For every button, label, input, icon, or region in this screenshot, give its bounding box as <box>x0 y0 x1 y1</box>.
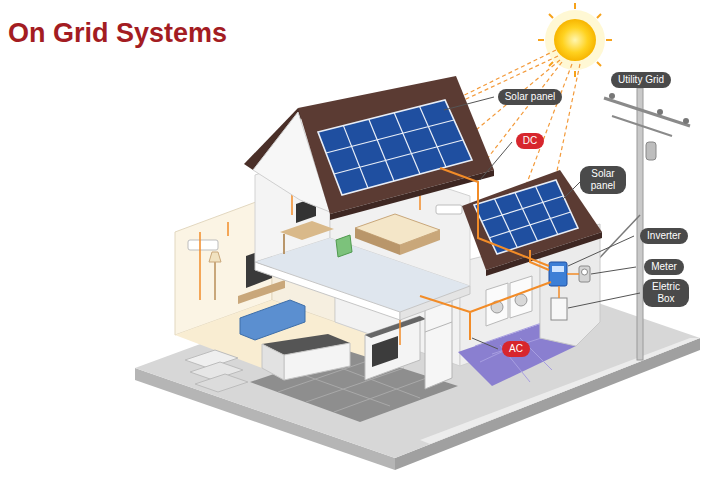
washer-door <box>515 294 527 306</box>
inverter-display <box>552 266 564 272</box>
panel-grid <box>482 186 571 247</box>
air-conditioner <box>188 240 218 250</box>
callout-label: Solar panel <box>498 89 563 105</box>
stair-step <box>195 374 248 392</box>
callout-label: DC <box>516 133 544 149</box>
callout-text: Meter <box>651 261 677 273</box>
roof <box>298 76 494 214</box>
dc-wiring <box>530 250 549 270</box>
callout-text: Eletric Box <box>650 281 682 305</box>
sofa <box>240 300 305 340</box>
chair <box>336 235 352 257</box>
insulator <box>683 118 689 124</box>
oven <box>372 336 398 367</box>
panel-grid <box>326 106 463 188</box>
callout-text: Utility Grid <box>618 74 664 86</box>
sun-rays <box>538 3 612 77</box>
tv-stand <box>238 280 285 304</box>
bed-side <box>355 228 400 255</box>
dc-wiring <box>440 168 549 266</box>
meter-dial <box>582 269 588 275</box>
floor-slab <box>255 262 400 320</box>
pole-crossbar <box>612 116 672 136</box>
floor-lamp <box>214 262 216 300</box>
utility-pole <box>637 88 643 360</box>
meter <box>579 266 590 282</box>
ac-wiring <box>559 274 579 298</box>
callout-label: Eletric Box <box>643 279 689 307</box>
transformer <box>646 142 656 160</box>
refrigerator <box>425 296 452 389</box>
callout-text: DC <box>523 135 537 147</box>
pole-crossbar <box>604 98 690 126</box>
electric-box <box>551 298 567 320</box>
desk <box>280 221 334 240</box>
insulator <box>657 109 663 115</box>
house-wiring <box>200 204 260 300</box>
leader-lines <box>444 97 640 349</box>
sun-disc <box>554 19 596 61</box>
callout-text: Solar panel <box>505 91 556 103</box>
bed-side <box>400 230 440 255</box>
callout-label: Solar panel <box>580 166 626 194</box>
callout-text: Solar panel <box>587 168 619 192</box>
counter-top <box>365 316 426 338</box>
desk-leg <box>283 234 285 254</box>
island-front <box>284 343 350 380</box>
sun-glow <box>545 10 605 70</box>
ac-wiring <box>420 282 551 340</box>
diagram-title: On Grid Systems <box>8 18 227 49</box>
solar-panel <box>318 100 472 195</box>
refrigerator-door <box>425 322 452 332</box>
callout-text: Inverter <box>647 230 681 242</box>
callout-label: Inverter <box>640 228 688 244</box>
floor-slab <box>400 286 470 320</box>
callout-label: AC <box>502 341 530 357</box>
sun <box>538 3 612 77</box>
air-conditioner <box>436 205 462 214</box>
island-side <box>262 344 284 380</box>
callout-text: AC <box>509 343 523 355</box>
solar-panel-array <box>318 100 472 195</box>
inverter <box>549 262 567 286</box>
insulator <box>609 93 615 99</box>
callout-label: Meter <box>644 259 684 275</box>
callout-label: Utility Grid <box>611 72 671 88</box>
lamp-shade <box>209 252 221 262</box>
